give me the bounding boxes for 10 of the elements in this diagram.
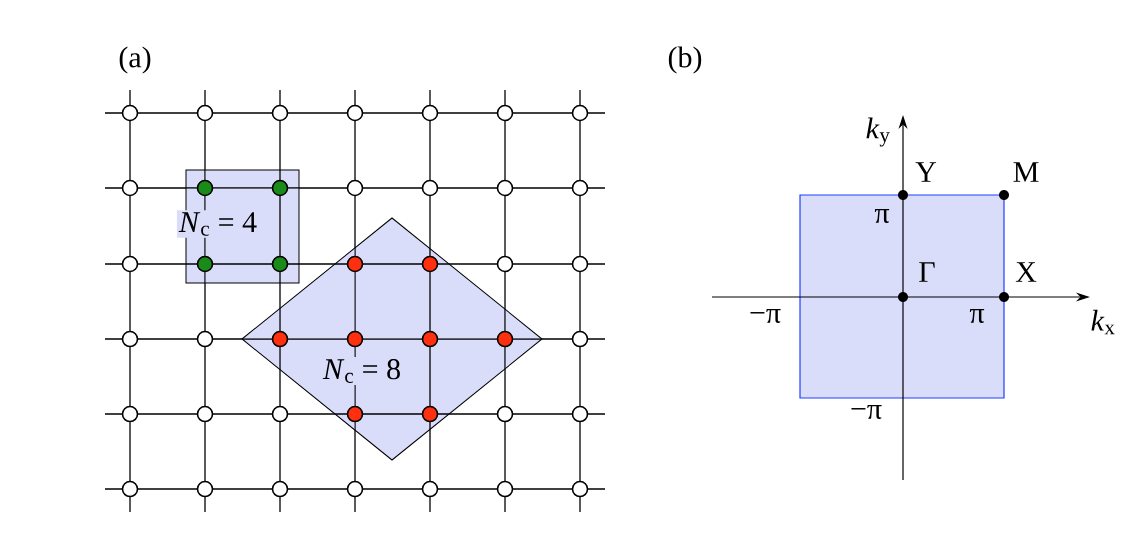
tick-label: π [969,308,985,324]
axis-label: k$_{x}$ [1091,309,1115,335]
cluster-region: N$_{c}$ = 4 [176,169,300,284]
panel-label: (a) [119,46,151,74]
panel-label: (b) [668,46,702,74]
point-label: Γ [919,262,935,282]
axis-label: k$_{y}$ [866,117,890,147]
point-label: M [1013,162,1039,182]
brillouin-zone [799,194,1005,399]
tick-label: π [874,208,890,224]
